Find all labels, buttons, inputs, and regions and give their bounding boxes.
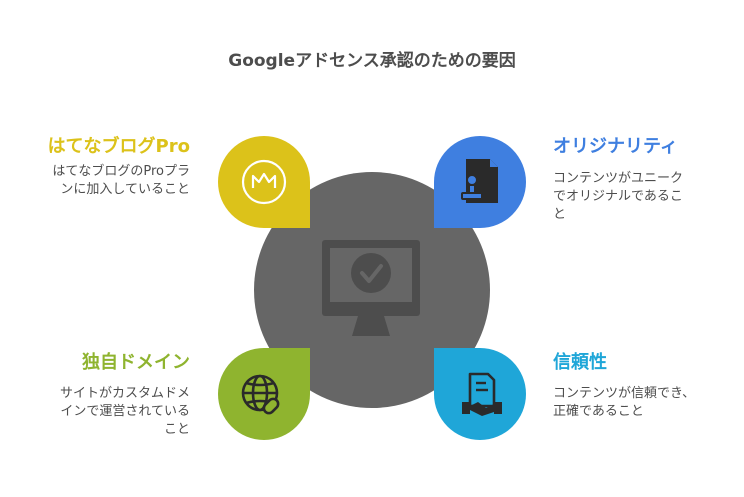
factor-desc-line: と <box>553 207 567 222</box>
contract-handshake-icon <box>462 372 502 416</box>
factor-heading-pro: はてなブログPro <box>47 136 190 157</box>
factor-desc-domain: サイトがカスタムドメ インで運営されている こと <box>20 385 190 439</box>
factor-desc-line: はてなブログのProプラ <box>52 164 190 179</box>
document-stamp-icon <box>461 159 498 203</box>
globe-link-icon <box>241 374 280 415</box>
factor-heading-trust: 信頼性 <box>553 352 607 373</box>
factor-heading-domain: 独自ドメイン <box>82 352 190 373</box>
factor-desc-line: でオリジナルであるこ <box>553 189 683 204</box>
teardrop-top-left <box>218 136 310 228</box>
factor-desc-line: サイトがカスタムドメ <box>59 386 190 401</box>
factor-desc-line: 正確であること <box>553 404 644 419</box>
factor-desc-pro: はてなブログのProプラ ンに加入していること <box>20 163 190 199</box>
factor-heading-originality: オリジナリティ <box>553 136 678 157</box>
factor-desc-line: コンテンツがユニーク <box>553 171 684 186</box>
teardrop-bottom-right <box>434 348 526 440</box>
factor-desc-trust: コンテンツが信頼でき、 正確であること <box>553 385 733 421</box>
factor-desc-originality: コンテンツがユニーク でオリジナルであるこ と <box>553 170 723 224</box>
factor-desc-line: ンに加入していること <box>60 182 190 197</box>
monitor-check-icon <box>322 240 420 336</box>
crown-icon <box>241 159 287 205</box>
factor-desc-line: こと <box>163 422 190 437</box>
factor-desc-line: コンテンツが信頼でき、 <box>553 386 696 401</box>
factor-desc-line: インで運営されている <box>60 404 190 419</box>
diagram-title: Googleアドセンス承認のための要因 <box>228 51 516 71</box>
